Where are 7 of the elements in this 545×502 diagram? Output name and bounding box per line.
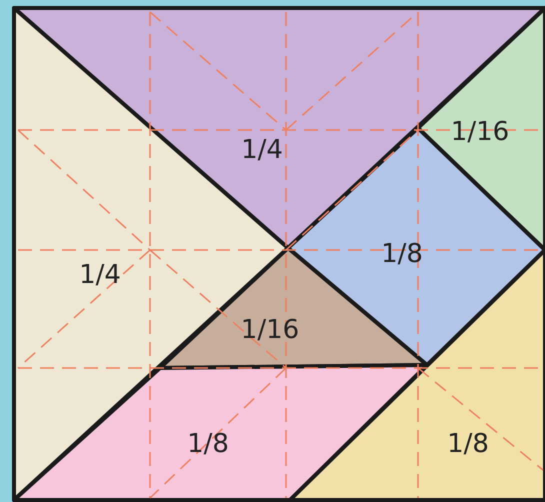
fraction-label: 1/16 <box>240 315 300 345</box>
fraction-label: 1/4 <box>241 135 283 165</box>
fraction-label: 1/8 <box>447 429 489 459</box>
fraction-label: 1/8 <box>187 429 229 459</box>
fraction-label: 1/4 <box>79 260 121 290</box>
fraction-label: 1/16 <box>450 117 510 147</box>
fraction-label: 1/8 <box>381 239 423 269</box>
